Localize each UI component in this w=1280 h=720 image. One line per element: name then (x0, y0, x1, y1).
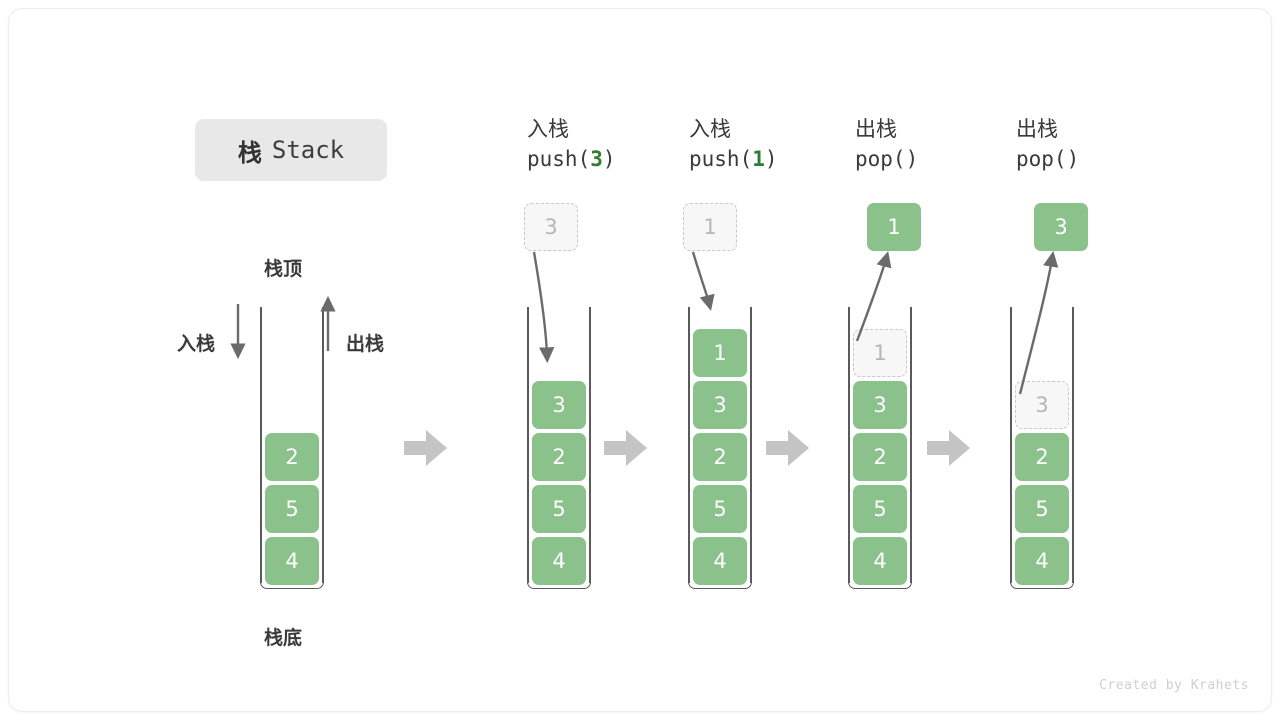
stack-floor (848, 577, 912, 589)
operation-cn-pop-3: 出栈 (1016, 117, 1058, 141)
operation-code-pop-1: pop() (855, 147, 919, 172)
flow-arrow-4 (927, 430, 970, 466)
stack-cell: 5 (265, 485, 319, 533)
flow-arrow-1 (404, 430, 447, 466)
stack-cell: 4 (693, 537, 747, 585)
stack-cell: 5 (853, 485, 907, 533)
operation-caption-push-1: 入栈 push(1) (689, 114, 839, 175)
operation-code-push-3: push(3) (527, 147, 616, 172)
stack-wall-left (848, 307, 850, 583)
operation-code-pop-3: pop() (1016, 147, 1080, 172)
stack-cell: 1 (853, 329, 907, 377)
stack-floor (688, 577, 752, 589)
stack-wall-right (322, 307, 324, 583)
operation-cn-push-1: 入栈 (689, 117, 731, 141)
stack-cell: 2 (265, 433, 319, 481)
stack-wall-left (688, 307, 690, 583)
flow-arrow-2 (604, 430, 647, 466)
stack-title-en: Stack (271, 136, 345, 164)
stack-wall-right (1072, 307, 1074, 583)
operation-code-push-1: push(1) (689, 147, 778, 172)
stack-title-chip: 栈 Stack (195, 119, 387, 181)
operation-caption-pop-3: 出栈 pop() (1016, 114, 1166, 175)
stack-wall-right (750, 307, 752, 583)
operation-caption-pop-1: 出栈 pop() (855, 114, 1005, 175)
stack-cell: 5 (693, 485, 747, 533)
stack-cell: 3 (693, 381, 747, 429)
stack-cell: 2 (1015, 433, 1069, 481)
stack-cell: 4 (532, 537, 586, 585)
stack-top-label: 栈顶 (264, 258, 303, 280)
stack-cell: 1 (693, 329, 747, 377)
stack-cell: 3 (1015, 381, 1069, 429)
stack-cell: 4 (265, 537, 319, 585)
float-box-push-1: 1 (683, 203, 737, 251)
float-box-value: 3 (1054, 215, 1068, 239)
flow-arrow-3 (766, 430, 809, 466)
stack-wall-left (1010, 307, 1012, 583)
push-motion-arrow-1 (691, 251, 715, 311)
stack-cell: 3 (532, 381, 586, 429)
float-box-pop-1: 1 (867, 203, 921, 251)
operation-cn-push-3: 入栈 (527, 117, 569, 141)
stack-cell: 2 (853, 433, 907, 481)
float-box-pop-3: 3 (1034, 203, 1088, 251)
stack-cell: 2 (532, 433, 586, 481)
stack-wall-left (527, 307, 529, 583)
stack-cell: 4 (853, 537, 907, 585)
stack-wall-right (910, 307, 912, 583)
pop-direction-label: 出栈 (346, 333, 385, 355)
stack-wall-right (589, 307, 591, 583)
stack-wall-left (260, 307, 262, 583)
stack-floor (527, 577, 591, 589)
operation-caption-push-3: 入栈 push(3) (527, 114, 677, 175)
push-direction-label: 入栈 (177, 333, 216, 355)
stack-floor (1010, 577, 1074, 589)
stack-cell: 2 (693, 433, 747, 481)
stack-title-cn: 栈 (237, 138, 262, 167)
stack-cell: 5 (532, 485, 586, 533)
float-box-push-3: 3 (524, 203, 578, 251)
float-box-value: 1 (703, 215, 717, 239)
stack-cell: 4 (1015, 537, 1069, 585)
stack-floor (260, 577, 324, 589)
credit-text: Created by Krahets (1099, 678, 1249, 693)
float-box-value: 3 (544, 215, 558, 239)
stack-cell: 3 (853, 381, 907, 429)
stack-bottom-label: 栈底 (264, 627, 303, 649)
stack-cell: 5 (1015, 485, 1069, 533)
float-box-value: 1 (887, 215, 901, 239)
operation-cn-pop-1: 出栈 (855, 117, 897, 141)
